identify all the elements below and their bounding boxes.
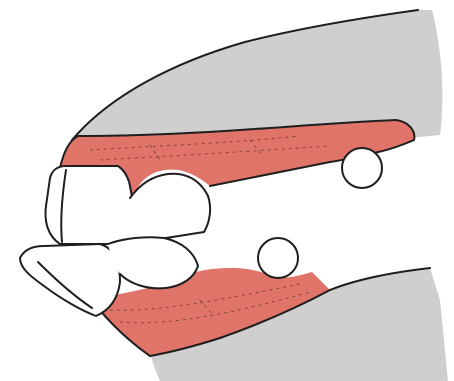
upper-incisor — [46, 166, 135, 244]
lower-canine-crown — [108, 237, 198, 288]
